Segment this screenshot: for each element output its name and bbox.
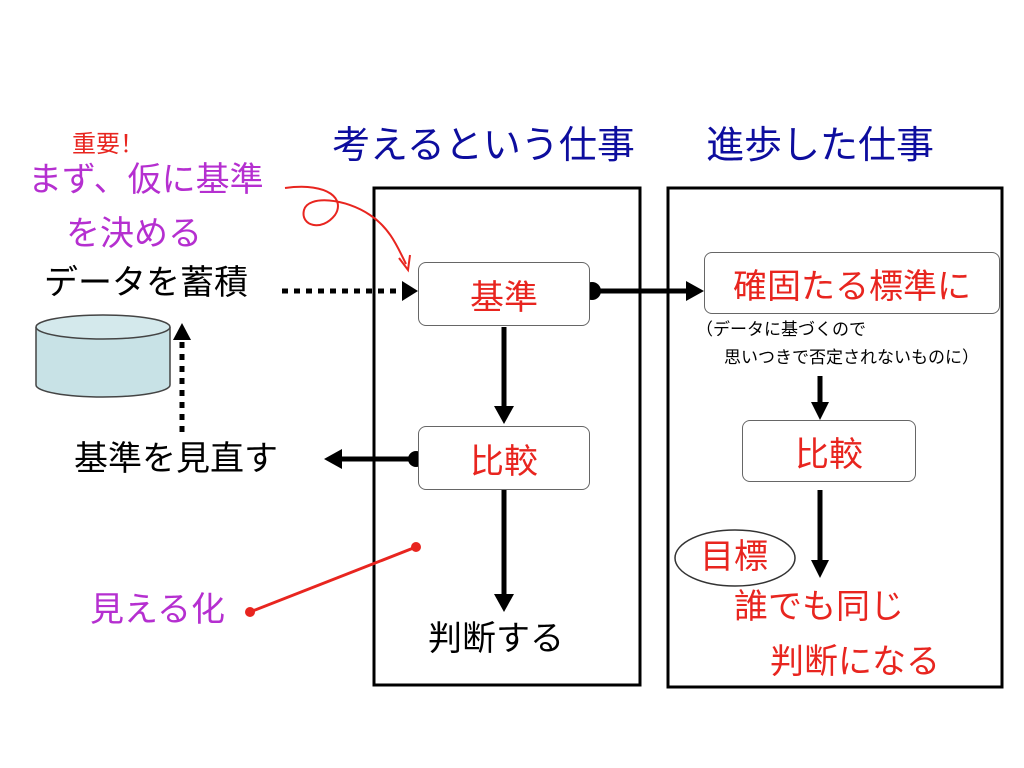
red-curly-arrow (284, 185, 407, 265)
same-judgment-line1: 誰でも同じ (734, 587, 904, 627)
arrowhead (402, 281, 418, 301)
set-standard-line1: まず、仮に基準 (28, 160, 264, 200)
database-icon (35, 314, 171, 398)
compare-label: 比較 (470, 441, 538, 482)
arrowhead (494, 406, 514, 424)
same-judgment-line2: 判断になる (770, 642, 940, 682)
note-line1: （データに基づくので (696, 320, 866, 340)
review-standard-label: 基準を見直す (74, 439, 278, 479)
fixed-standard-node: 確固たる標準に (704, 252, 1000, 314)
goal-label: 目標 (700, 537, 768, 577)
left-process-frame (372, 186, 642, 687)
right-process-frame (666, 186, 1004, 689)
important-label: 重要！ (72, 130, 144, 158)
left-title: 考えるという仕事 (332, 123, 635, 167)
right-title: 進歩した仕事 (706, 123, 935, 167)
red-dot (245, 607, 255, 617)
goal-ellipse (674, 529, 796, 587)
set-standard-line2: を決める (66, 214, 202, 254)
compare-node: 比較 (418, 426, 590, 490)
arrowhead (173, 323, 191, 340)
red-dot (411, 542, 421, 552)
red-connector-line (249, 545, 417, 614)
accumulate-data-label: データを蓄積 (44, 263, 248, 303)
standard-node: 基準 (418, 262, 590, 326)
compare-node-right: 比較 (742, 420, 916, 482)
arrowhead (686, 281, 704, 301)
arrowhead (494, 594, 514, 612)
arrowhead (324, 449, 342, 469)
compare-label-right: 比較 (795, 434, 863, 475)
note-line2: 思いつきで否定されないものに） (724, 348, 979, 368)
fixed-standard-label: 確固たる標準に (733, 266, 971, 307)
red-arrowhead (398, 254, 411, 273)
arrowhead (811, 560, 829, 578)
judge-label: 判断する (428, 619, 564, 659)
arrowhead (811, 402, 829, 420)
visualize-label: 見える化 (90, 590, 225, 630)
standard-label: 基準 (470, 277, 538, 318)
